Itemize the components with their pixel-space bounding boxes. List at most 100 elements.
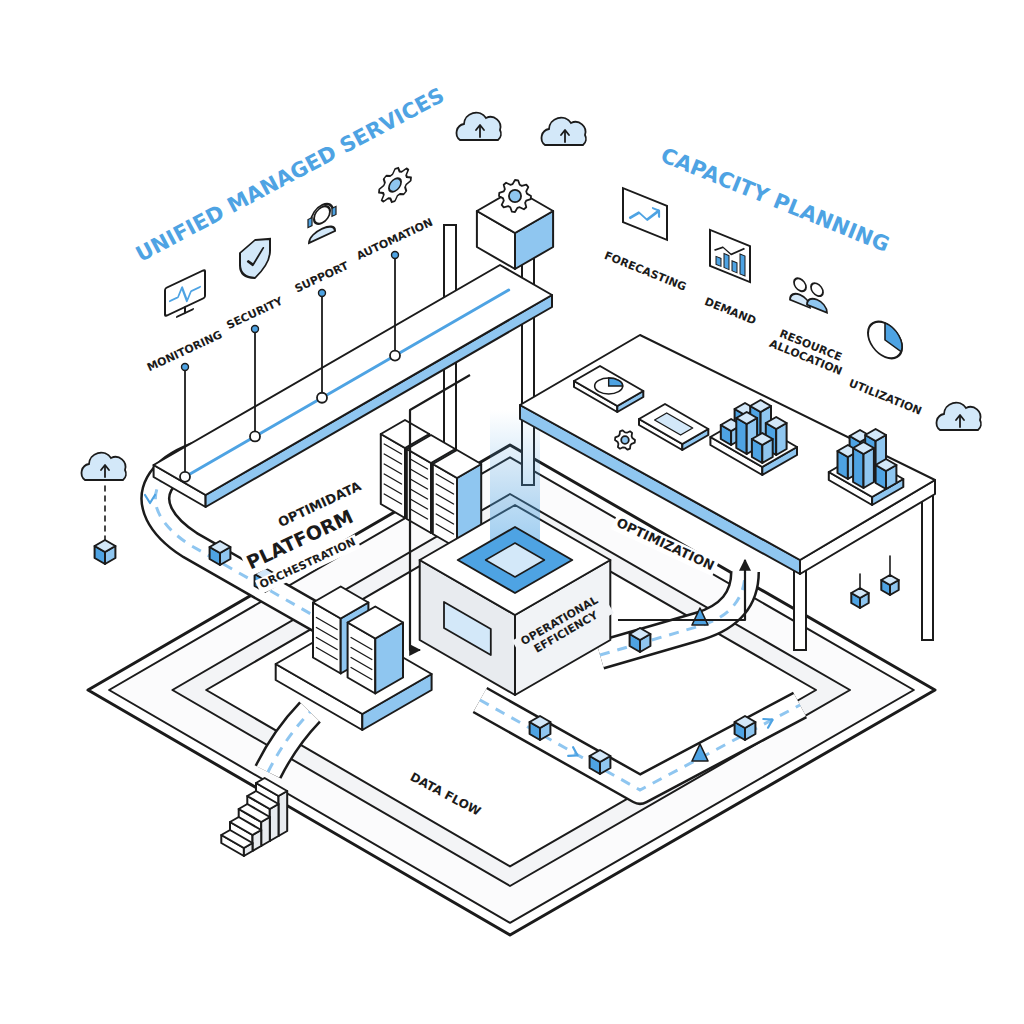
- pin-dot: [182, 364, 189, 371]
- server-rack-slot: [316, 638, 337, 650]
- part-label: RESOURCE ALLOCATION: [754, 319, 863, 384]
- data-cube: [735, 716, 756, 740]
- headset-icon: [308, 198, 336, 243]
- circuit-line: [184, 290, 509, 478]
- shield-check: [248, 248, 263, 267]
- hanging-cube: [881, 575, 898, 595]
- chart-bar-top: [736, 412, 757, 424]
- cloud-icon-arrow: [564, 131, 566, 142]
- pie-tile-top: [574, 366, 643, 406]
- demand-frame: [710, 230, 750, 282]
- floor-center: [206, 514, 816, 867]
- cloud-icon-shape: [936, 403, 980, 430]
- hanging-cube-top: [851, 588, 868, 598]
- server-rack-slot: [384, 444, 401, 454]
- server-rack-slot: [436, 504, 453, 514]
- bottom-belt-rim: [480, 700, 800, 790]
- server-rack-slot: [436, 514, 453, 524]
- right-belt-lane: [600, 572, 745, 655]
- pie-slice: [609, 378, 623, 386]
- part-label: UTILIZATION: [844, 376, 927, 421]
- data-cube-top: [735, 716, 756, 728]
- server-rack-slot: [436, 494, 453, 504]
- stair-step-face: [279, 791, 288, 836]
- demand-bar: [732, 261, 737, 273]
- pin-dot: [317, 393, 327, 403]
- tower-gear-teeth: [499, 180, 531, 212]
- chart-screen: [655, 413, 693, 435]
- pin-line: [184, 365, 186, 477]
- automation-gear-hub: [389, 176, 401, 194]
- monitor-stand: [177, 309, 193, 316]
- monitor-pulse: [170, 279, 200, 309]
- data-cube: [210, 541, 231, 565]
- stair-step-face: [270, 804, 279, 841]
- dashed-link: [104, 486, 106, 548]
- desk-top: [520, 335, 935, 560]
- stair-step-top: [221, 830, 252, 848]
- shield-icon: [240, 233, 270, 285]
- flow-chevron: [763, 719, 772, 728]
- headset-band: [311, 200, 333, 221]
- data-cube: [630, 628, 651, 652]
- part-label: DEMAND: [699, 294, 761, 330]
- server-rack-slot: [384, 464, 401, 474]
- forecast-line: [630, 199, 659, 230]
- stair-belt-lane: [268, 712, 310, 772]
- server-rack-slot: [316, 648, 337, 660]
- utilization-icon: [868, 316, 902, 364]
- people-icon: [790, 273, 827, 315]
- chart-bar: [752, 433, 773, 463]
- chart-bar-top: [865, 429, 886, 441]
- section-node: UNIFIED MANAGED SERVICES: [110, 70, 570, 375]
- tower-block: [477, 189, 553, 269]
- desk-gear: [615, 430, 635, 449]
- cloud-icon: [936, 403, 980, 430]
- server-rack-slot: [436, 474, 453, 484]
- server-rack-slot: [410, 509, 427, 519]
- chart-bar: [876, 459, 897, 489]
- server-rack-slot: [351, 638, 372, 650]
- server-rack-top: [433, 450, 481, 478]
- data-pyramid: [692, 608, 708, 625]
- person-body: [807, 296, 827, 313]
- automation-gear: [379, 162, 411, 209]
- headset-ear: [332, 206, 336, 216]
- pie-chart: [595, 378, 623, 394]
- server-rack-slot: [384, 494, 401, 504]
- data-cube-top: [210, 541, 231, 553]
- server-rack-slot: [384, 454, 401, 464]
- cloud-icon-arrow: [476, 125, 484, 130]
- pin-line: [254, 327, 256, 436]
- headset-body: [309, 223, 335, 243]
- demand-trend: [715, 237, 744, 262]
- pin-dot: [390, 351, 400, 361]
- cloud-icon-arrow: [561, 130, 569, 135]
- data-cube-top: [630, 628, 651, 640]
- person-head: [794, 276, 806, 293]
- headset-ear: [308, 218, 312, 228]
- chart-base-top: [710, 417, 797, 467]
- chart-bar-top: [766, 417, 787, 429]
- node-heading: OPERATIONAL EFFICIENCY: [512, 590, 614, 665]
- bottom-belt-lane: [480, 700, 800, 790]
- section-node: OPERATIONAL EFFICIENCY: [420, 505, 618, 695]
- bottom-belt: [480, 700, 800, 790]
- server-rack-slot: [316, 618, 337, 630]
- monitor-icon: [165, 270, 205, 323]
- forecast-icon: [623, 188, 667, 240]
- node-heading: CAPACITY PLANNING: [654, 141, 896, 259]
- stair-step: [221, 830, 252, 856]
- demand-bar: [724, 254, 729, 270]
- person-head: [811, 281, 823, 298]
- server-rack-slot: [436, 524, 453, 534]
- data-cube: [590, 750, 611, 774]
- utilization-pie: [868, 316, 902, 364]
- tower-gear-hub: [509, 190, 521, 202]
- cloud-icon-arrow: [101, 465, 109, 470]
- desk-gear-hub: [621, 436, 629, 444]
- hanging-cube: [851, 588, 868, 608]
